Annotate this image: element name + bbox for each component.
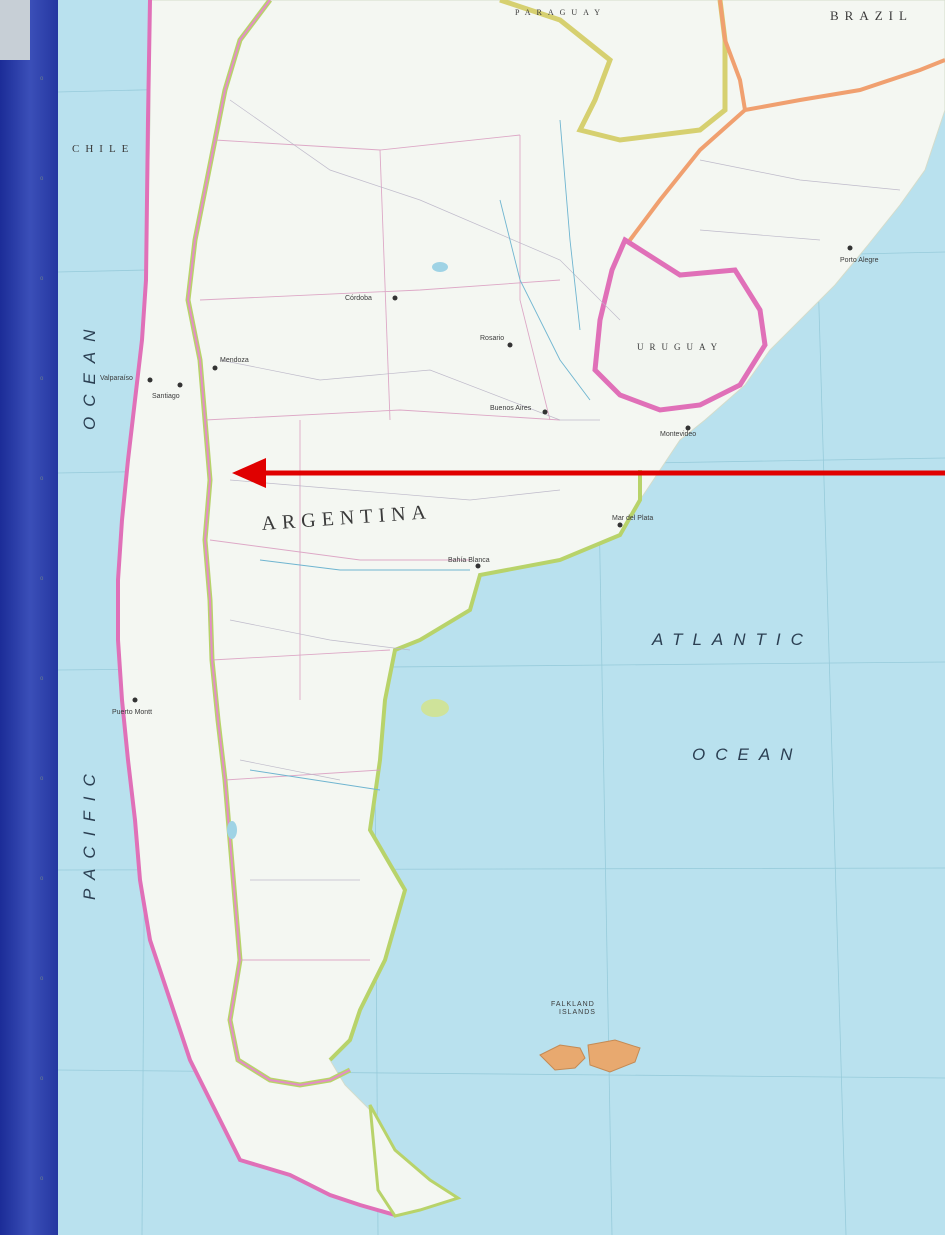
city-label: Valparaíso <box>100 375 133 382</box>
tierra-del-fuego <box>368 1104 462 1218</box>
country-label-paraguay: PARAGUAY <box>515 8 606 17</box>
ocean-label-atlantic: ATLANTIC <box>651 630 813 649</box>
svg-text:o: o <box>40 376 44 382</box>
city-label: Montevideo <box>660 431 696 438</box>
country-label-brazil: BRAZIL <box>830 8 913 23</box>
svg-text:o: o <box>40 176 44 182</box>
argentina-coast <box>328 470 642 1062</box>
lake <box>432 262 448 272</box>
city-label: Rosario <box>480 335 504 342</box>
argentina-chile-border-inner <box>186 0 351 1087</box>
latitude-ticks: o o o o o o o o o o o o <box>40 76 44 1182</box>
island-label-falkland: FALKLAND <box>551 1001 595 1008</box>
falkland-islands <box>539 1039 641 1073</box>
city-label: Porto Alegre <box>840 257 879 264</box>
country-label-chile: CHILE <box>72 143 134 155</box>
svg-text:o: o <box>40 276 44 282</box>
paraguay-border <box>499 0 728 143</box>
rivers <box>249 119 591 791</box>
svg-text:o: o <box>40 976 44 982</box>
city-label: Mar del Plata <box>612 515 653 522</box>
ocean-label-atlantic-ocean: OCEAN <box>692 745 802 764</box>
ocean-label-pacific: PACIFIC <box>80 764 99 900</box>
lake <box>227 821 237 839</box>
inset-corner <box>0 0 30 60</box>
svg-text:o: o <box>40 876 44 882</box>
ocean-label-pacific-ocean: OCEAN <box>80 320 99 430</box>
country-label-uruguay: URUGUAY <box>637 342 723 352</box>
svg-text:o: o <box>40 1176 44 1182</box>
svg-text:o: o <box>40 1076 44 1082</box>
pointer-arrow <box>232 458 945 488</box>
svg-text:o: o <box>40 476 44 482</box>
uruguay-outline <box>592 236 768 413</box>
peninsula-valdes <box>421 699 449 717</box>
province-lines <box>199 134 561 961</box>
svg-text:o: o <box>40 676 44 682</box>
svg-text:o: o <box>40 76 44 82</box>
svg-text:o: o <box>40 576 44 582</box>
island-label-islands: ISLANDS <box>559 1009 596 1016</box>
city-label: Córdoba <box>345 295 372 302</box>
city-label: Santiago <box>152 393 180 400</box>
city-label: Puerto Montt <box>112 709 152 716</box>
city-label: Buenos Aires <box>490 405 532 412</box>
city-label: Mendoza <box>220 357 249 364</box>
chile-coast-border <box>116 0 396 1217</box>
city-dots <box>132 245 853 703</box>
road-lines <box>219 99 901 881</box>
svg-text:o: o <box>40 776 44 782</box>
city-label: Bahía Blanca <box>448 557 490 564</box>
